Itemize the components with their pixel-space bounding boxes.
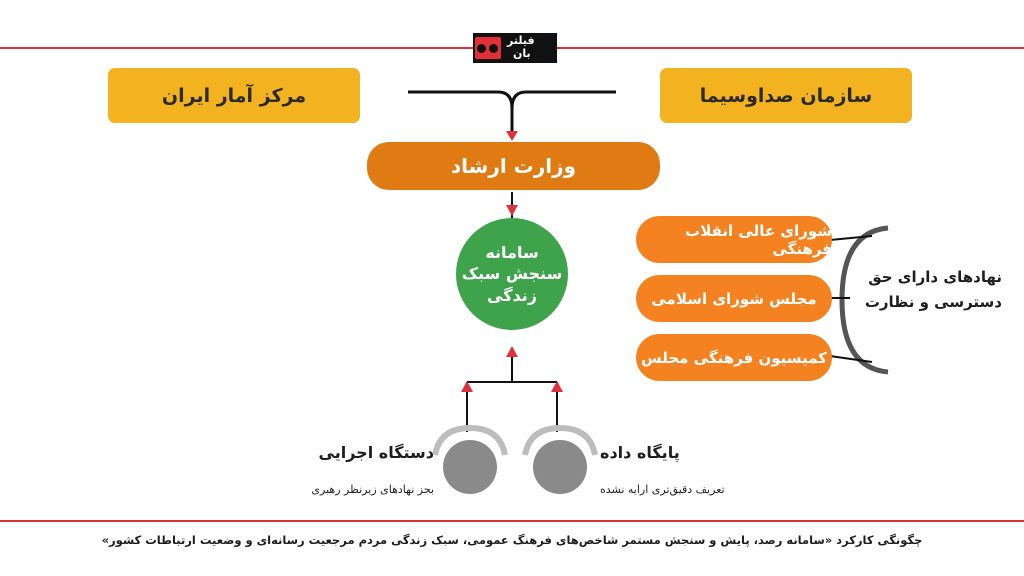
oversight-body-3: کمیسیون فرهنگی مجلس xyxy=(636,334,832,381)
brand-logo: فیلتر بان xyxy=(473,33,557,63)
system-line-1: سامانه xyxy=(485,242,539,262)
database-subtitle: تعریف دقیق‌تری ارایه نشده xyxy=(600,483,725,496)
oversight-label-line-1: نهادهای دارای حق xyxy=(868,268,1002,286)
oversight-body-2: مجلس شورای اسلامی xyxy=(636,275,832,322)
oversight-body-1: شورای عالی انقلاب فرهنگی xyxy=(636,216,832,263)
logo-text-bottom: بان xyxy=(513,47,531,60)
database-title: پایگاه داده xyxy=(600,443,680,462)
caption: چگونگی کارکرد «سامانه رصد، پایش و سنجش م… xyxy=(101,533,923,547)
oversight-label-line-2: دسترسی و نظارت xyxy=(864,293,1002,311)
executive-title: دستگاه اجرایی xyxy=(318,443,434,462)
binoculars-icon xyxy=(475,37,501,59)
logo-text-top: فیلتر xyxy=(507,34,535,47)
ministry-box: وزارت ارشاد xyxy=(367,142,660,190)
executive-subtitle: بجز نهادهای زیرنظر رهبری xyxy=(311,483,434,496)
broadcasting-org-box: سازمان صداوسیما xyxy=(660,68,912,123)
footer-rule xyxy=(0,520,1024,522)
oversight-label-bg xyxy=(866,228,1010,372)
lifestyle-system-circle: سامانه سنجش سبک زندگی xyxy=(456,218,568,330)
executive-circle xyxy=(443,440,497,494)
statistics-center-box: مرکز آمار ایران xyxy=(108,68,360,123)
system-line-2: سنجش سبک xyxy=(461,264,563,284)
database-circle xyxy=(533,440,587,494)
system-line-3: زندگی xyxy=(487,285,537,305)
